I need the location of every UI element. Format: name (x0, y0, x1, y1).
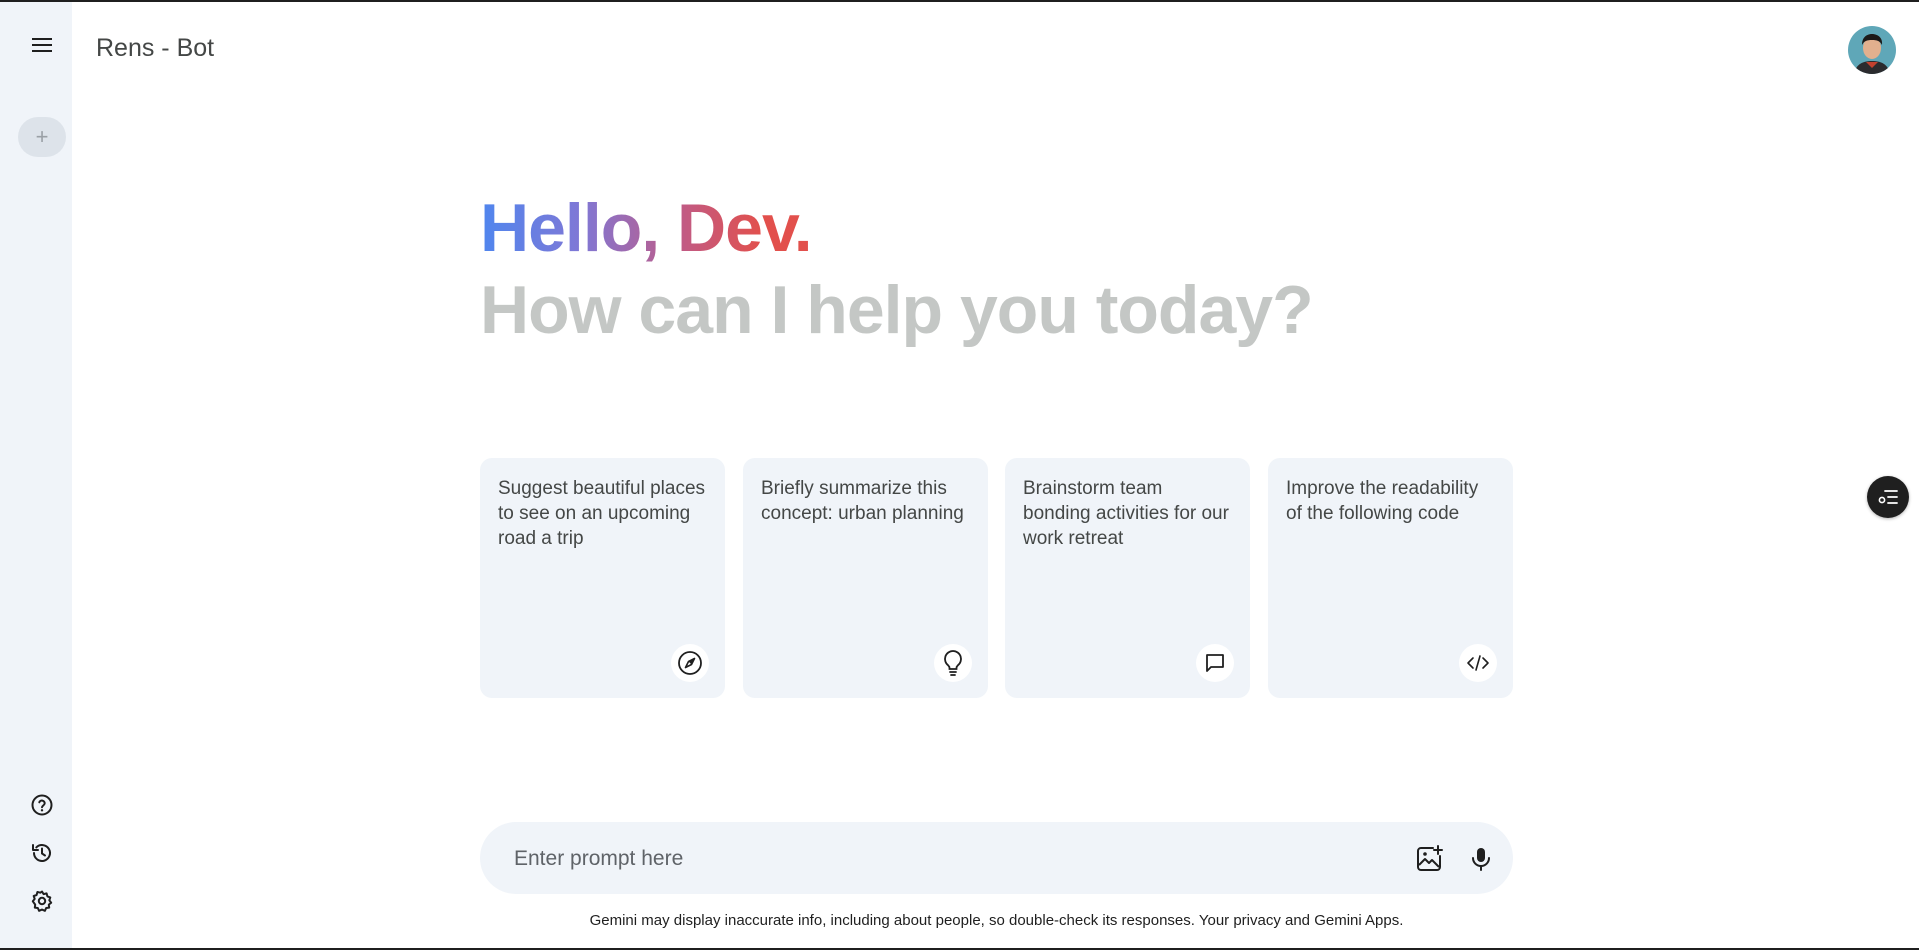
greeting-subtitle: How can I help you today? (480, 272, 1314, 348)
help-button[interactable] (22, 788, 62, 822)
card-icon-wrap (934, 644, 972, 682)
top-border (0, 0, 1919, 2)
sidebar: + (0, 2, 72, 948)
code-icon (1467, 655, 1489, 671)
floating-list-button[interactable] (1867, 476, 1909, 518)
card-icon-wrap (671, 644, 709, 682)
hamburger-menu-icon (32, 38, 52, 52)
footer-disclaimer: Gemini may display inaccurate info, incl… (480, 912, 1513, 929)
suggestion-card[interactable]: Briefly summarize this concept: urban pl… (743, 458, 988, 698)
app-title: Rens - Bot (96, 34, 215, 62)
list-settings-icon (1878, 490, 1898, 504)
card-text: Briefly summarize this concept: urban pl… (761, 478, 964, 524)
suggestion-card[interactable]: Improve the readability of the following… (1268, 458, 1513, 698)
card-text: Improve the readability of the following… (1286, 478, 1479, 524)
privacy-link[interactable]: Your privacy and Gemini Apps. (1198, 912, 1404, 929)
prompt-input[interactable] (512, 840, 1356, 878)
add-image-icon (1417, 845, 1443, 871)
prompt-bar (480, 822, 1513, 894)
suggestion-card[interactable]: Suggest beautiful places to see on an up… (480, 458, 725, 698)
upload-image-button[interactable] (1410, 840, 1448, 878)
user-avatar[interactable] (1848, 26, 1896, 74)
menu-button[interactable] (20, 28, 64, 62)
gear-icon (31, 890, 53, 912)
lightbulb-icon (944, 650, 962, 676)
chat-bubble-icon (1206, 654, 1224, 672)
history-icon (32, 844, 51, 862)
new-chat-button[interactable]: + (18, 117, 66, 157)
card-icon-wrap (1459, 644, 1497, 682)
microphone-icon (1472, 848, 1490, 871)
plus-icon: + (35, 124, 49, 149)
card-icon-wrap (1196, 644, 1234, 682)
disclaimer-text: Gemini may display inaccurate info, incl… (589, 912, 1195, 929)
avatar-image (1848, 26, 1896, 74)
activity-button[interactable] (22, 836, 62, 870)
card-text: Brainstorm team bonding activities for o… (1023, 478, 1229, 549)
help-circle-icon (31, 794, 53, 816)
compass-icon (678, 651, 702, 675)
greeting-title: Hello, Dev. (480, 190, 813, 266)
card-text: Suggest beautiful places to see on an up… (498, 478, 706, 549)
bottom-border (0, 948, 1919, 950)
microphone-button[interactable] (1462, 840, 1500, 878)
settings-button[interactable] (22, 884, 62, 918)
suggestion-card[interactable]: Brainstorm team bonding activities for o… (1005, 458, 1250, 698)
